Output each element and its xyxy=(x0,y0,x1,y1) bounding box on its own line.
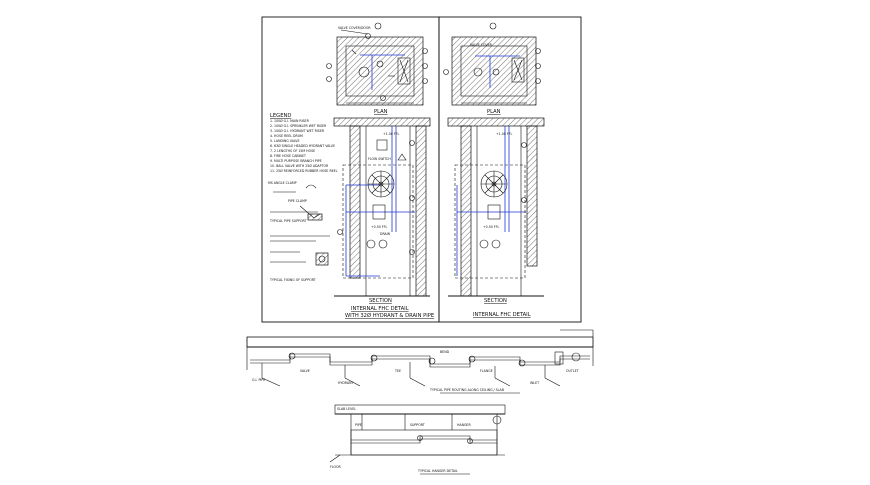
legend-item: 8. FIRE HOSE CABINET xyxy=(270,154,306,158)
pipe-clamp-label: PIPE CLAMP xyxy=(288,199,307,203)
short-label: SLAB LEVEL xyxy=(337,407,356,411)
legend-item: 3. 100Ø G.I. HYDRANT WET RISER xyxy=(270,128,325,133)
long-label: G.I. PIPE xyxy=(252,378,265,382)
short-label: FLOOR xyxy=(330,465,342,469)
legend-item: 11. 25Ø REINFORCED RUBBER HOSE REEL xyxy=(270,168,338,173)
lower-elevation-b: +0.50 FFL xyxy=(483,225,499,229)
long-label: HYDRANT xyxy=(338,381,353,385)
short-label: PIPE xyxy=(355,423,362,427)
long-label: BEND xyxy=(440,350,450,354)
detail-a-plan: VALVE COVER/DOOR PLAN xyxy=(326,22,428,115)
long-label: VALVE xyxy=(300,369,310,373)
legend-a: LEGEND 1. 100Ø G.I. MAIN RISER 2. 100Ø G… xyxy=(270,113,338,173)
valve-callout-a: VALVE COVER/DOOR xyxy=(338,26,371,30)
detail-title-a1: INTERNAL FHC DETAIL xyxy=(351,306,409,312)
plan-title-b: PLAN xyxy=(487,109,501,115)
long-label: INLET xyxy=(530,381,539,385)
support-sketches-a: MS ANGLE CLAMP PIPE CLAMP TYPICAL PIPE S… xyxy=(268,181,330,282)
anchor-note: MS ANGLE CLAMP xyxy=(268,181,297,185)
legend-item: 5. LANDING VALVE xyxy=(270,139,300,143)
legend-item: 4. HOSE REEL DRUM xyxy=(270,134,303,138)
short-label: HANGER xyxy=(457,423,471,427)
plan-title-a: PLAN xyxy=(374,109,388,115)
elevation-label-b: +1.00 FFL xyxy=(496,132,512,136)
legend-title: LEGEND xyxy=(270,113,291,119)
legend-item: 7. 2 LENGTHS OF 15M HOSE xyxy=(270,149,315,153)
support-note: TYPICAL PIPE SUPPORT xyxy=(269,219,306,223)
short-section-note: TYPICAL HANGER DETAIL xyxy=(417,469,458,473)
long-label: FLANGE xyxy=(480,369,493,373)
detail-b-plan: VALVE COVER PLAN xyxy=(443,22,541,115)
legend-item: 6. 63Ø SINGLE HEADED HYDRANT VALVE xyxy=(270,143,335,148)
legend-item: 2. 100Ø G.I. SPRINKLER WET RISER xyxy=(270,123,327,128)
detail-title-a2: WITH 32Ø HYDRANT & DRAIN PIPE xyxy=(345,312,434,319)
legend-item: 10. BALL VALVE WITH 25Ø ADAPTOR xyxy=(270,163,329,168)
lower-elevation-a: +0.50 FFL xyxy=(371,225,387,229)
top-frame xyxy=(261,16,582,323)
long-section: G.I. PIPE VALVE HYDRANT TEE BEND FLANGE … xyxy=(246,329,594,394)
drain-label-a: DRAIN xyxy=(380,232,391,236)
long-label: OUTLET xyxy=(566,369,579,373)
long-label: TEE xyxy=(394,369,401,373)
legend-item: 9. MULTI PURPOSE BRANCH PIPE xyxy=(270,159,322,163)
legend-item: 1. 100Ø G.I. MAIN RISER xyxy=(270,118,310,123)
detail-a-section: +1.00 FFL FLOW SWITCH +0.50 FFL DRAIN SE… xyxy=(333,117,434,319)
short-section: SLAB LEVEL PIPE SUPPORT HANGER FLOOR TYP… xyxy=(329,404,506,475)
elevation-label-a: +1.00 FFL xyxy=(383,132,399,136)
fixing-note: TYPICAL FIXING OF SUPPORT xyxy=(269,278,316,282)
flow-switch-label: FLOW SWITCH xyxy=(368,157,391,161)
valve-callout-b: VALVE COVER xyxy=(470,43,493,47)
short-label: SUPPORT xyxy=(410,423,425,427)
detail-title-b: INTERNAL FHC DETAIL xyxy=(473,312,531,318)
detail-b-section: +1.00 FFL +0.50 FFL SECTION INTERNAL FHC… xyxy=(447,117,545,318)
section-title-b: SECTION xyxy=(484,298,507,304)
long-section-note: TYPICAL PIPE ROUTING ALONG CEILING / SLA… xyxy=(429,388,504,392)
section-title-a: SECTION xyxy=(369,298,392,304)
